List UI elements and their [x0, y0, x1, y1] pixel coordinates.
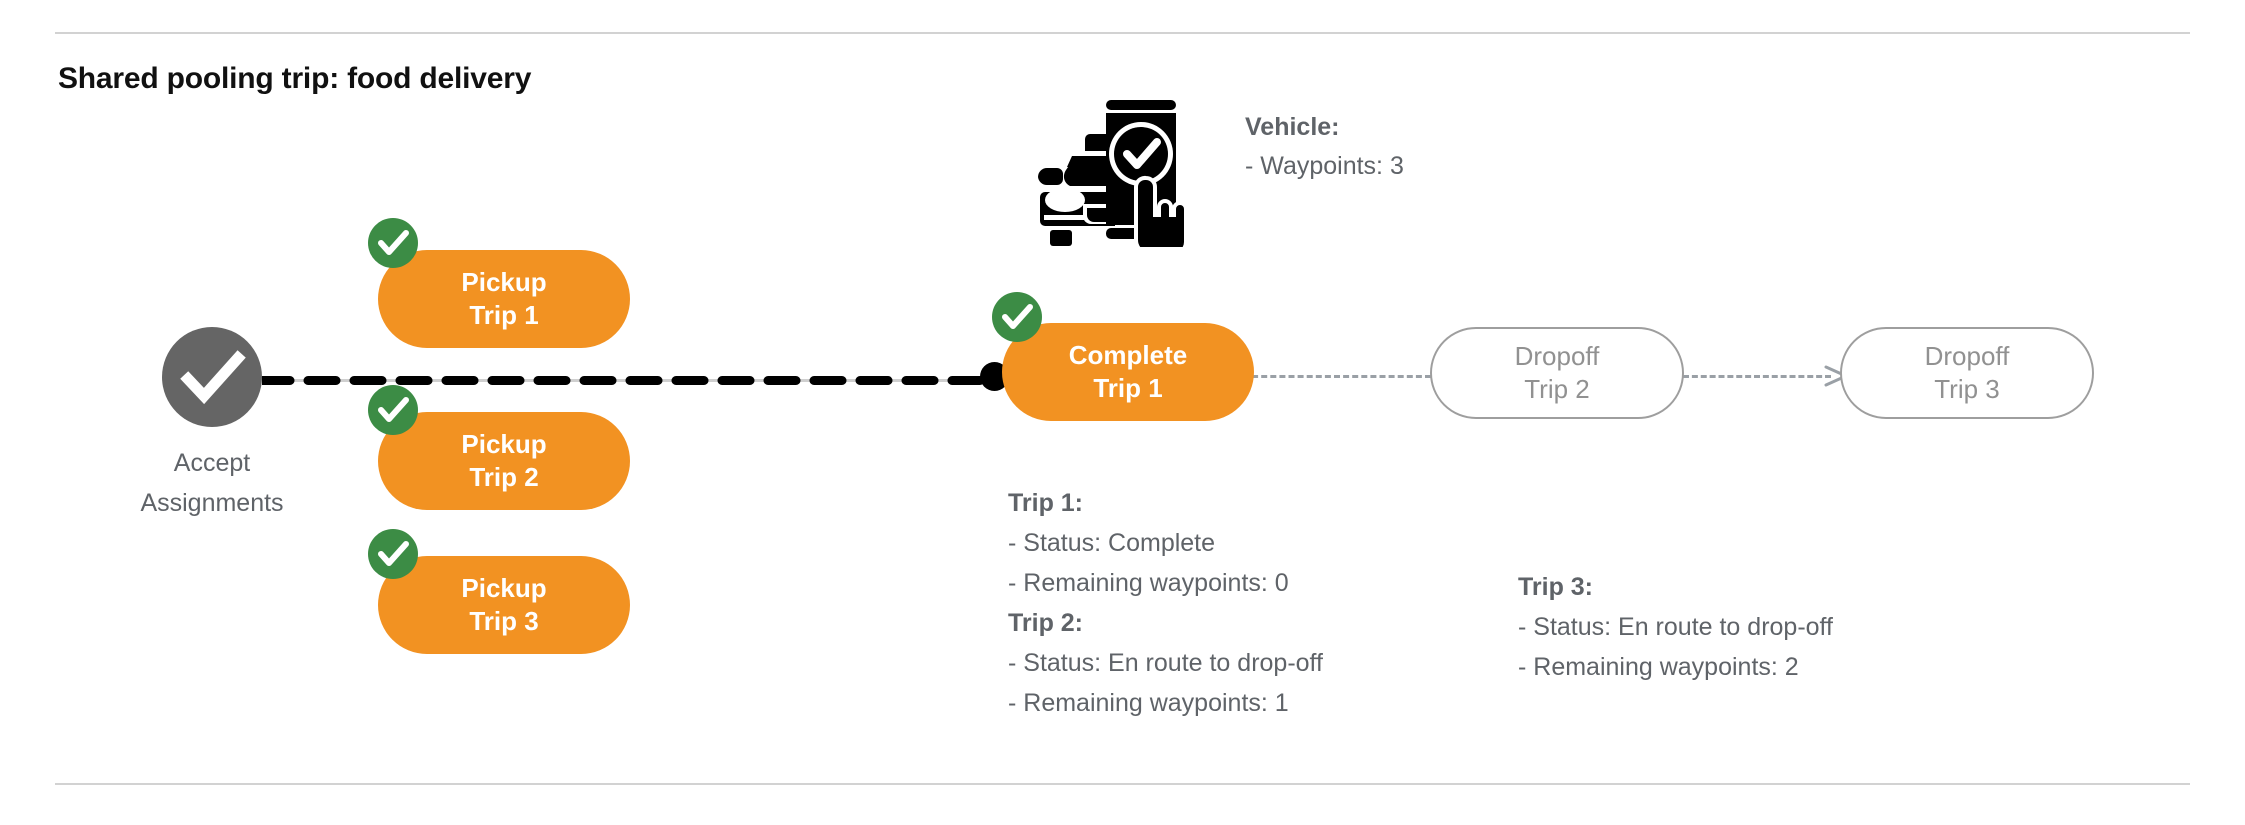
node-pickup-trip-2-line1: Pickup [461, 429, 547, 459]
check-icon [368, 218, 418, 268]
node-dropoff-trip-3-line2: Trip 3 [1934, 374, 2000, 404]
top-divider [55, 32, 2190, 34]
check-icon [180, 350, 246, 405]
trip2-status: - Status: En route to drop-off [1008, 649, 1323, 677]
trip1-header: Trip 1: [1008, 489, 1084, 517]
bottom-divider [55, 783, 2190, 785]
trip1-remaining: - Remaining waypoints: 0 [1008, 569, 1289, 597]
node-pickup-trip-1[interactable]: Pickup Trip 1 [378, 250, 630, 348]
vehicle-label: Vehicle: [1245, 113, 1340, 141]
vehicle-waypoints: - Waypoints: 3 [1245, 152, 1404, 180]
node-pickup-trip-3[interactable]: Pickup Trip 3 [378, 556, 630, 654]
vehicle-info: Vehicle: - Waypoints: 3 [1245, 108, 1404, 186]
node-pickup-trip-1-line2: Trip 1 [469, 300, 539, 330]
accept-to-complete-connector [257, 372, 1007, 385]
accept-assignments-label: Accept Assignments [82, 443, 342, 523]
node-complete-trip-1[interactable]: Complete Trip 1 [1002, 323, 1254, 421]
node-pickup-trip-3-line1: Pickup [461, 573, 547, 603]
trip2-header: Trip 2: [1008, 609, 1084, 637]
accept-assignments-circle [162, 327, 262, 427]
trip-details-3: Trip 3: - Status: En route to drop-off -… [1518, 567, 1833, 687]
trip2-remaining: - Remaining waypoints: 1 [1008, 689, 1289, 717]
accept-assignments-node[interactable] [162, 327, 262, 427]
accept-label-line2: Assignments [140, 489, 284, 517]
check-icon [368, 529, 418, 579]
page-title: Shared pooling trip: food delivery [58, 62, 532, 95]
node-dropoff-trip-3[interactable]: Dropoff Trip 3 [1840, 327, 2094, 419]
dropoff2-to-dropoff3-connector [1683, 375, 1831, 378]
accept-label-line1: Accept [173, 449, 251, 477]
trip1-status: - Status: Complete [1008, 529, 1216, 557]
node-pickup-trip-2-line2: Trip 2 [469, 462, 539, 492]
node-dropoff-trip-3-line1: Dropoff [1924, 341, 2010, 371]
node-dropoff-trip-2[interactable]: Dropoff Trip 2 [1430, 327, 1684, 419]
node-complete-trip-1-line1: Complete [1068, 340, 1188, 370]
node-pickup-trip-3-line2: Trip 3 [469, 606, 539, 636]
node-dropoff-trip-2-line1: Dropoff [1514, 341, 1600, 371]
node-complete-trip-1-line2: Trip 1 [1093, 373, 1163, 403]
trip3-status: - Status: En route to drop-off [1518, 613, 1833, 641]
trip3-remaining: - Remaining waypoints: 2 [1518, 653, 1799, 681]
check-icon [992, 292, 1042, 342]
node-dropoff-trip-2-line2: Trip 2 [1524, 374, 1590, 404]
check-icon [368, 385, 418, 435]
node-pickup-trip-1-line1: Pickup [461, 267, 547, 297]
node-pickup-trip-2[interactable]: Pickup Trip 2 [378, 412, 630, 510]
trip3-header: Trip 3: [1518, 573, 1594, 601]
car-phone-check-icon [1028, 82, 1193, 256]
complete1-to-dropoff2-connector [1243, 375, 1431, 378]
trip-details-1-2: Trip 1: - Status: Complete - Remaining w… [1008, 483, 1323, 723]
